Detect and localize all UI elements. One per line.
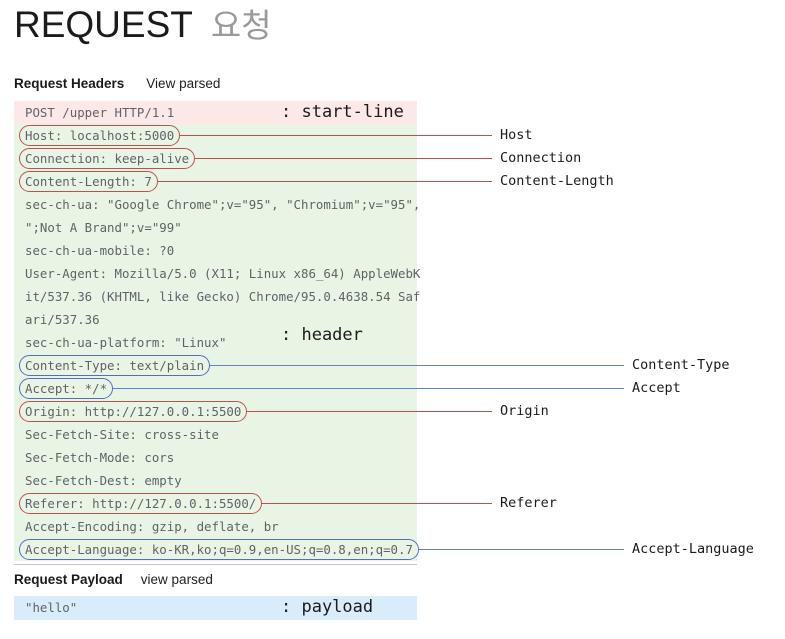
header-line: ari/537.36	[25, 312, 100, 327]
view-parsed-headers-link[interactable]: View parsed	[146, 76, 221, 91]
start-line-text: POST /upper HTTP/1.1	[25, 105, 175, 120]
header-line: Accept: */*	[25, 381, 108, 396]
page-title-korean: 요청	[210, 7, 272, 44]
header-line: Content-Type: text/plain	[25, 358, 205, 373]
view-parsed-payload-link[interactable]: view parsed	[140, 572, 213, 587]
payload-panel	[14, 596, 417, 620]
leader-line	[210, 364, 624, 367]
side-label-host: Host	[500, 126, 533, 143]
header-line: User-Agent: Mozilla/5.0 (X11; Linux x86_…	[25, 266, 421, 281]
request-headers-title: Request Headers	[14, 76, 125, 91]
header-line: Referer: http://127.0.0.1:5500/	[25, 496, 257, 511]
side-label-accept-language: Accept-Language	[632, 540, 754, 557]
header-line: Sec-Fetch-Mode: cors	[25, 450, 175, 465]
request-headers-section-header: Request Headers View parsed	[14, 76, 220, 91]
payload-annotation: : payload	[281, 597, 374, 617]
header-line: Origin: http://127.0.0.1:5500	[25, 404, 242, 419]
header-line: Content-Length: 7	[25, 174, 152, 189]
header-annotation: : header	[281, 325, 363, 345]
side-label-content-length: Content-Length	[500, 172, 614, 189]
start-line-annotation: : start-line	[281, 102, 404, 122]
side-label-accept: Accept	[632, 379, 681, 396]
leader-line	[247, 410, 492, 413]
request-payload-title: Request Payload	[14, 572, 123, 587]
side-label-referer: Referer	[500, 494, 557, 511]
leader-line	[262, 502, 492, 505]
start-line-panel	[14, 101, 417, 124]
header-line: Sec-Fetch-Dest: empty	[25, 473, 182, 488]
leader-line	[195, 157, 492, 160]
header-line: sec-ch-ua-platform: "Linux"	[25, 335, 227, 350]
request-payload-section-header: Request Payload view parsed	[14, 572, 213, 587]
page-title: REQUEST 요청	[14, 6, 272, 43]
side-label-origin: Origin	[500, 402, 549, 419]
section-divider	[14, 564, 417, 565]
header-line: it/537.36 (KHTML, like Gecko) Chrome/95.…	[25, 289, 421, 304]
header-line: Accept-Encoding: gzip, deflate, br	[25, 519, 279, 534]
header-line: Host: localhost:5000	[25, 128, 175, 143]
leader-line	[418, 548, 624, 551]
header-line: Connection: keep-alive	[25, 151, 190, 166]
header-line: Sec-Fetch-Site: cross-site	[25, 427, 219, 442]
leader-line	[157, 180, 492, 183]
header-line: Accept-Language: ko-KR,ko;q=0.9,en-US;q=…	[25, 542, 413, 557]
page-title-main: REQUEST	[14, 4, 193, 45]
header-line: ";Not A Brand";v="99"	[25, 220, 182, 235]
header-line: sec-ch-ua: "Google Chrome";v="95", "Chro…	[25, 197, 421, 212]
headers-panel	[14, 124, 417, 561]
side-label-content-type: Content-Type	[632, 356, 730, 373]
payload-text: "hello"	[25, 600, 78, 615]
header-line: sec-ch-ua-mobile: ?0	[25, 243, 175, 258]
leader-line	[113, 387, 624, 390]
leader-line	[180, 134, 492, 137]
side-label-connection: Connection	[500, 149, 582, 166]
